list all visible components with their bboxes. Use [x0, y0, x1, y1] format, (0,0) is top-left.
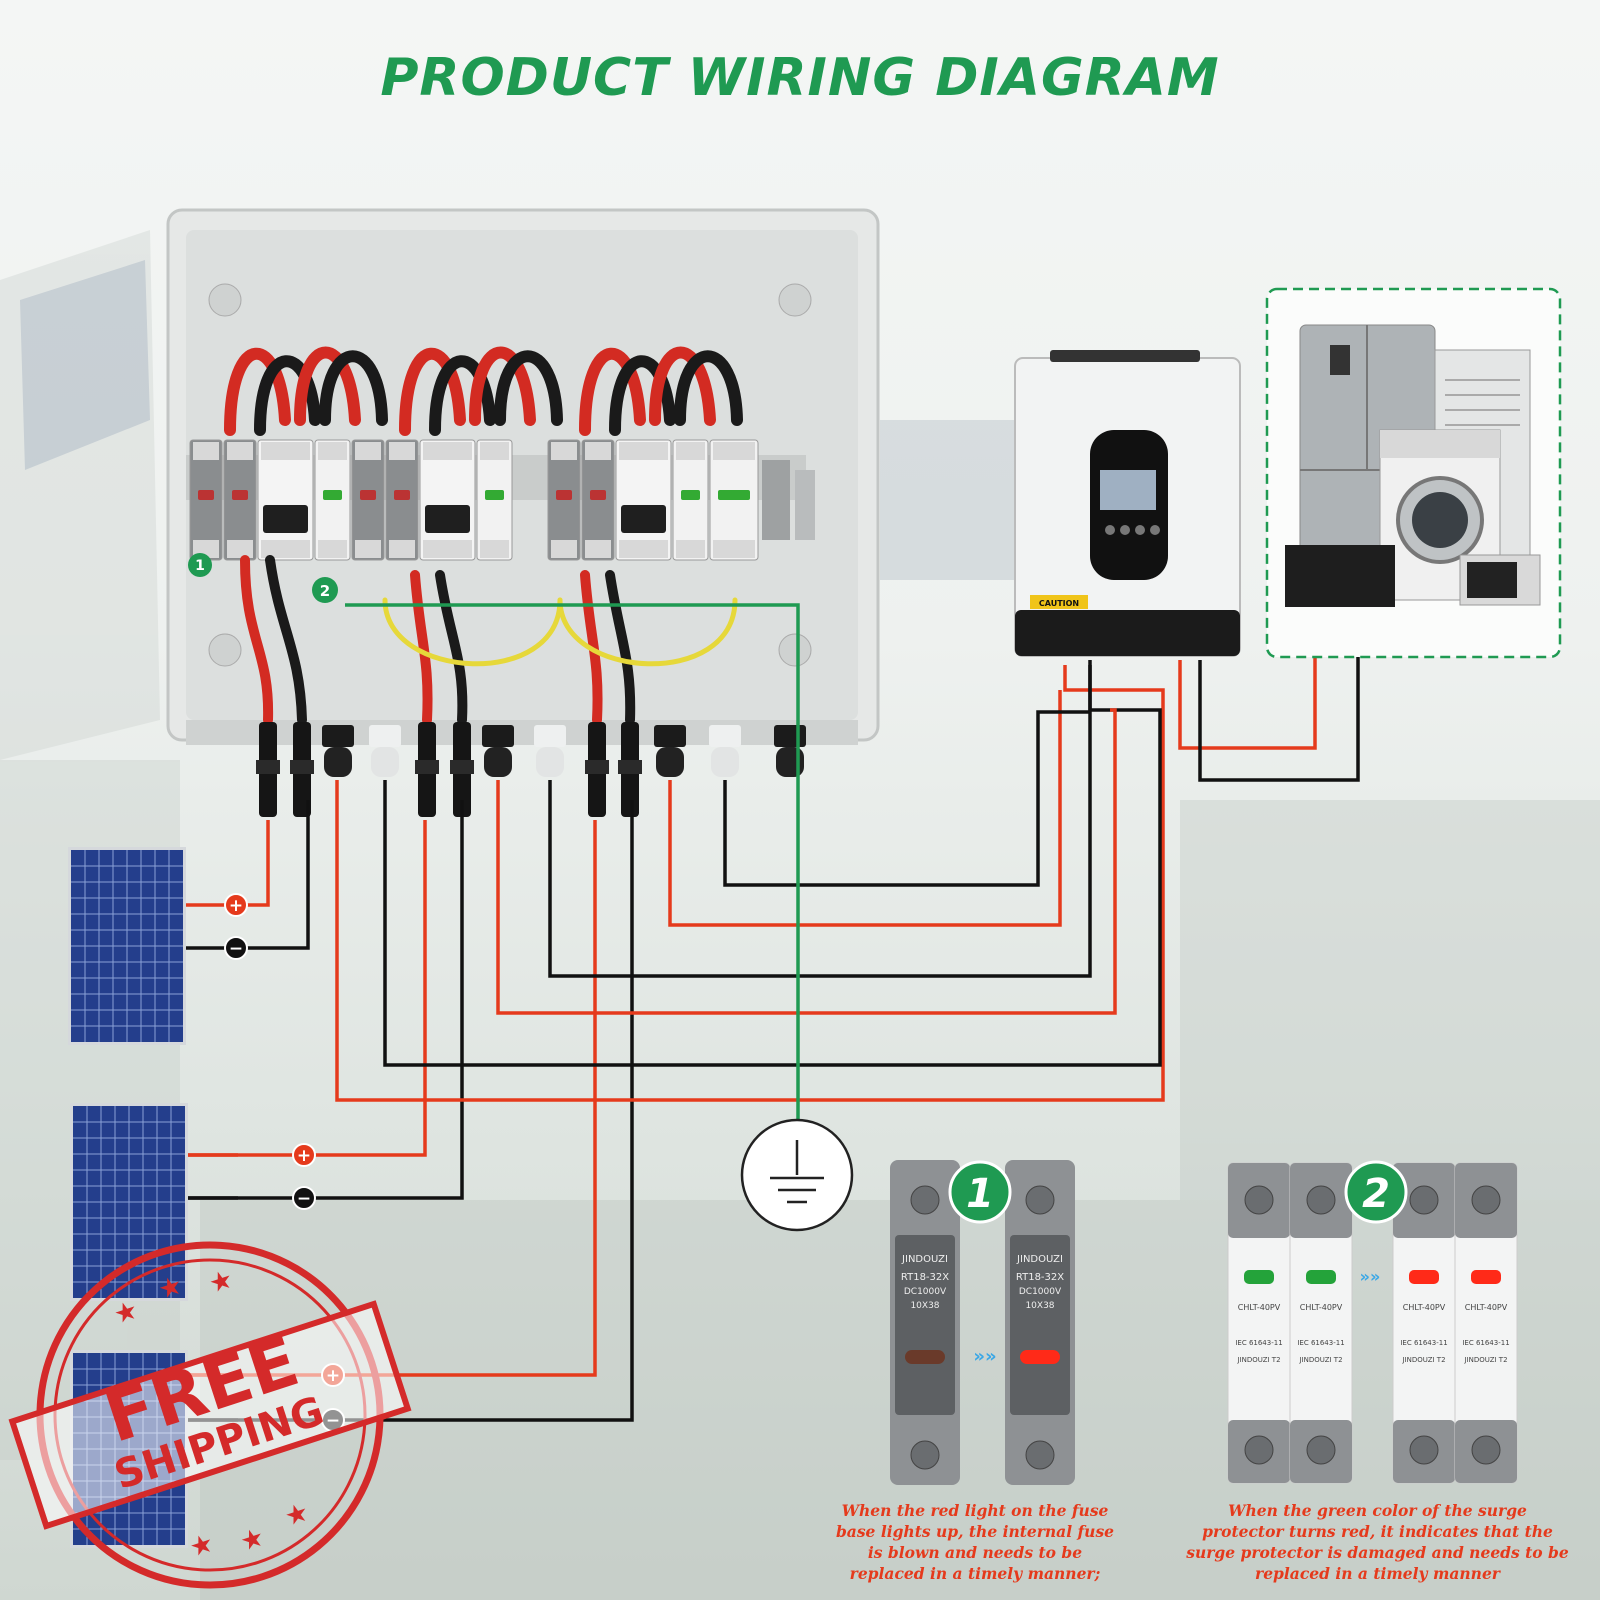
cable-gland	[654, 725, 686, 777]
ground-symbol	[740, 1118, 854, 1232]
svg-text:CHLT-40PV: CHLT-40PV	[1300, 1303, 1343, 1312]
spd-callout-2: 2	[1344, 1160, 1408, 1224]
svg-text:CHLT-40PV: CHLT-40PV	[1465, 1303, 1508, 1312]
svg-text:10X38: 10X38	[1025, 1301, 1054, 1311]
breaker-module	[314, 439, 351, 561]
breaker-module	[351, 439, 385, 561]
fuse-holder: JINDOUZI RT18-32X DC1000V 10X38	[890, 1160, 960, 1485]
arrow-icon: »»	[1360, 1267, 1381, 1286]
box-callout-2: 2	[312, 577, 338, 603]
top-jumpers	[224, 346, 743, 436]
cable-gland	[585, 722, 609, 817]
cable-gland	[450, 722, 474, 817]
internal-cables	[240, 555, 738, 725]
cable-gland	[322, 725, 354, 777]
breaker-module	[257, 439, 314, 561]
svg-text:CHLT-40PV: CHLT-40PV	[1403, 1303, 1446, 1312]
cable-glands	[256, 722, 806, 817]
breaker-module	[419, 439, 476, 561]
breaker-module	[672, 439, 709, 561]
svg-text:IEC 61643-11: IEC 61643-11	[1462, 1339, 1509, 1347]
breaker-module	[385, 439, 419, 561]
svg-text:1: 1	[966, 1171, 994, 1217]
svg-text:1: 1	[195, 558, 205, 574]
breaker-row	[189, 439, 815, 561]
svg-text:10X38: 10X38	[910, 1301, 939, 1311]
svg-text:2: 2	[1362, 1171, 1390, 1217]
svg-text:+: +	[297, 1146, 311, 1166]
breaker-module	[709, 439, 759, 561]
svg-text:IEC 61643-11: IEC 61643-11	[1400, 1339, 1447, 1347]
fuse-holder: JINDOUZI RT18-32X DC1000V 10X38	[1005, 1160, 1075, 1485]
fuse-callout-1: 1	[948, 1160, 1012, 1224]
breaker-module	[581, 439, 615, 561]
inverter-caution-label: CAUTION	[1039, 599, 1079, 608]
negative-terminal-icon: −	[224, 936, 248, 960]
arrow-icon: »»	[973, 1346, 996, 1367]
appliances	[1265, 287, 1562, 659]
spd-caption: When the green color of the surge protec…	[1186, 1501, 1569, 1583]
fuse-caption: When the red light on the fuse base ligh…	[835, 1501, 1115, 1583]
svg-text:+: +	[229, 896, 243, 916]
svg-text:JINDOUZI T2: JINDOUZI T2	[1298, 1356, 1342, 1364]
cable-gland	[256, 722, 280, 817]
svg-text:JINDOUZI: JINDOUZI	[1016, 1254, 1063, 1265]
box-callout-1: 1	[188, 553, 212, 577]
svg-text:CHLT-40PV: CHLT-40PV	[1238, 1303, 1281, 1312]
cable-gland	[534, 725, 566, 777]
svg-text:JINDOUZI T2: JINDOUZI T2	[1463, 1356, 1507, 1364]
cable-gland	[369, 725, 401, 777]
cable-gland	[774, 725, 806, 777]
svg-text:IEC 61643-11: IEC 61643-11	[1297, 1339, 1344, 1347]
svg-text:»»: »»	[973, 1346, 996, 1367]
positive-terminal-icon: +	[224, 893, 248, 917]
breaker-module	[223, 439, 257, 561]
breaker-module	[189, 439, 223, 561]
svg-text:JINDOUZI T2: JINDOUZI T2	[1236, 1356, 1280, 1364]
svg-text:−: −	[229, 939, 243, 959]
svg-text:JINDOUZI: JINDOUZI	[901, 1254, 948, 1265]
cable-gland	[415, 722, 439, 817]
svg-text:JINDOUZI T2: JINDOUZI T2	[1401, 1356, 1445, 1364]
svg-text:»»: »»	[1360, 1267, 1381, 1286]
cable-gland	[709, 725, 741, 777]
svg-text:−: −	[297, 1189, 311, 1209]
breaker-module	[476, 439, 513, 561]
cable-gland	[290, 722, 314, 817]
page-title: PRODUCT WIRING DIAGRAM	[380, 48, 1220, 108]
breaker-module	[547, 439, 581, 561]
positive-terminal-icon: +	[292, 1143, 316, 1167]
cable-gland	[618, 722, 642, 817]
negative-terminal-icon: −	[292, 1186, 316, 1210]
svg-text:DC1000V: DC1000V	[904, 1287, 947, 1297]
cable-gland	[482, 725, 514, 777]
svg-text:IEC 61643-11: IEC 61643-11	[1235, 1339, 1282, 1347]
svg-text:DC1000V: DC1000V	[1019, 1287, 1062, 1297]
breaker-module	[615, 439, 672, 561]
svg-text:2: 2	[320, 582, 330, 600]
inverter: CAUTION	[1014, 350, 1241, 657]
svg-text:RT18-32X: RT18-32X	[901, 1272, 949, 1283]
solar-panel	[68, 847, 186, 1045]
svg-text:RT18-32X: RT18-32X	[1016, 1272, 1064, 1283]
fuse-detail: JINDOUZI RT18-32X DC1000V 10X38 JINDOUZI RT18…	[890, 1160, 1075, 1485]
